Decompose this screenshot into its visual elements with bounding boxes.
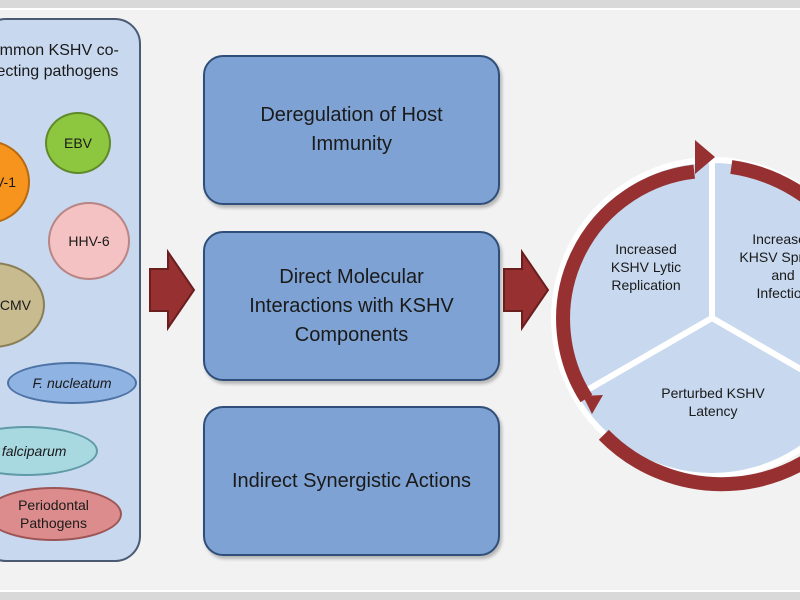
fnucleatum-label: F. nucleatum [32, 375, 112, 391]
hhv6-label: HHV-6 [68, 233, 110, 249]
cycle-label-latency: Perturbed KSHV Latency [661, 385, 765, 419]
cycle-diagram [551, 140, 800, 492]
cycle-arrow-ring [730, 160, 800, 202]
ebv-label: EBV [63, 135, 92, 151]
cycle-segment-latency [571, 314, 800, 479]
mechanism-box-deregulation: Deregulation of Host Immunity [203, 55, 500, 205]
right-arrow-icon [149, 248, 196, 332]
periodontal-bubble: Periodontal Pathogens [0, 487, 122, 541]
hhv6-bubble: HHV-6 [48, 202, 130, 280]
right-arrow-icon [503, 248, 550, 332]
mechanism-box-indirect: Indirect Synergistic Actions [203, 406, 500, 556]
fnucleatum-bubble: F. nucleatum [7, 362, 137, 404]
periodontal-label: Periodontal Pathogens [18, 497, 89, 531]
mechanism-label-indirect: Indirect Synergistic Actions [232, 469, 471, 492]
cycle-arrowhead-icon [695, 140, 715, 174]
pathogen-panel-title: Common KSHV co- infecting pathogens [0, 42, 119, 80]
cycle-label-spread: Increased KHSV Spread and Infection [739, 231, 800, 301]
mechanism-label-deregulation: Deregulation of Host Immunity [260, 104, 443, 155]
cycle-label-lytic: Increased KSHV Lytic Replication [610, 241, 682, 293]
hcmv-label: HCMV [0, 297, 31, 313]
pfalciparum-label: P. falciparum [0, 443, 67, 459]
cycle-arrowhead-icon [583, 395, 603, 414]
mechanism-box-direct: Direct Molecular Interactions with KSHV … [203, 231, 500, 381]
cycle-arrow-ring [598, 429, 800, 492]
hiv1-label: HIV-1 [0, 174, 16, 190]
ebv-bubble: EBV [45, 112, 111, 174]
mechanism-label-direct: Direct Molecular Interactions with KSHV … [249, 265, 454, 346]
cycle-arrow-ring [556, 164, 696, 403]
